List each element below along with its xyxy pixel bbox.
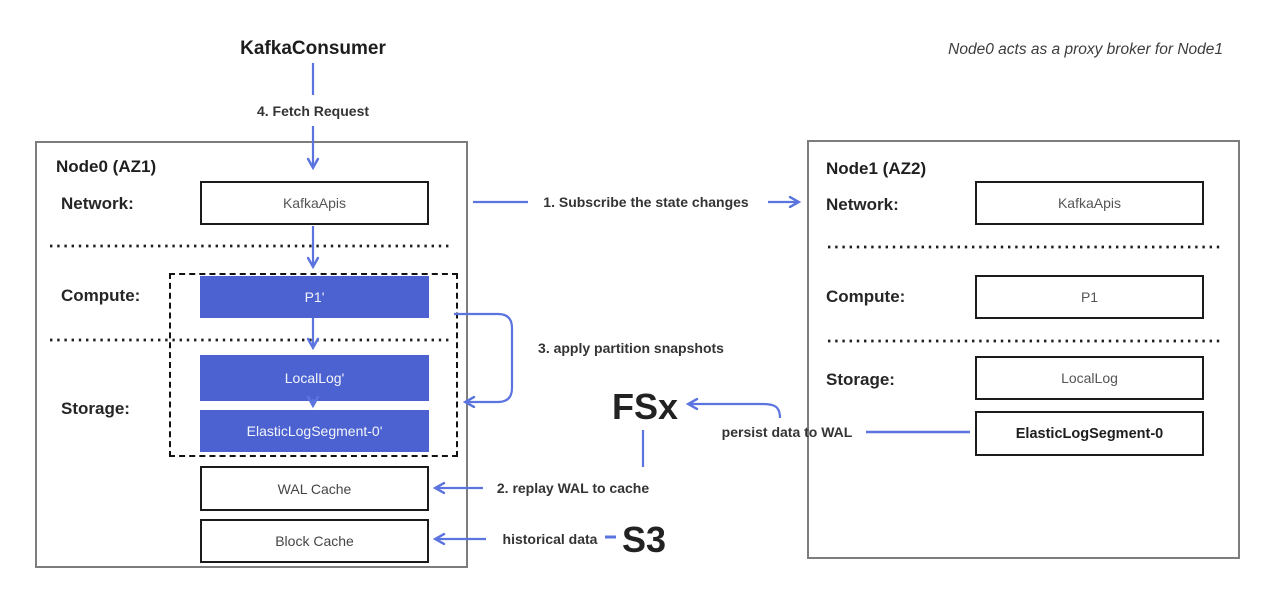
fetch-request-label: 4. Fetch Request [256,103,370,119]
node0-kafkaapis-box: KafkaApis [200,181,429,225]
node0-title: Node0 (AZ1) [56,157,157,176]
node0-container: Node0 (AZ1) Network: KafkaApis Compute: … [35,141,468,568]
kafka-consumer-label: KafkaConsumer [240,38,386,59]
node1-network-label: Network: [826,195,899,214]
subscribe-label: 1. Subscribe the state changes [543,194,749,210]
node1-title: Node1 (AZ2) [826,159,927,178]
node1-elasticlogsegment-box: ElasticLogSegment-0 [975,411,1204,456]
node0-blockcache-box: Block Cache [200,519,429,563]
s3-label: S3 [621,519,667,560]
replay-wal-label: 2. replay WAL to cache [496,480,650,496]
apply-snapshots-label: 3. apply partition snapshots [538,340,724,356]
node1-container: Node1 (AZ2) Network: KafkaApis Compute: … [807,140,1240,559]
node0-network-label: Network: [61,194,134,213]
node1-locallog-box: LocalLog [975,356,1204,400]
persist-arrow-to-fsx [685,397,782,419]
node0-storage-label: Storage: [61,399,130,418]
historical-data-label: historical data [502,531,598,547]
node1-compute-label: Compute: [826,287,906,306]
node1-storage-label: Storage: [826,370,895,389]
node0-elasticlogsegment-box: ElasticLogSegment-0' [200,410,429,452]
node1-partition-box: P1 [975,275,1204,319]
proxy-note: Node0 acts as a proxy broker for Node1 [948,41,1223,58]
fsx-label: FSx [611,386,679,427]
persist-wal-label: persist data to WAL [721,424,853,440]
node1-kafkaapis-box: KafkaApis [975,181,1204,225]
node0-walcache-box: WAL Cache [200,466,429,511]
node0-locallog-box: LocalLog' [200,355,429,401]
node0-compute-label: Compute: [61,286,141,305]
node0-partition-box: P1' [200,276,429,318]
